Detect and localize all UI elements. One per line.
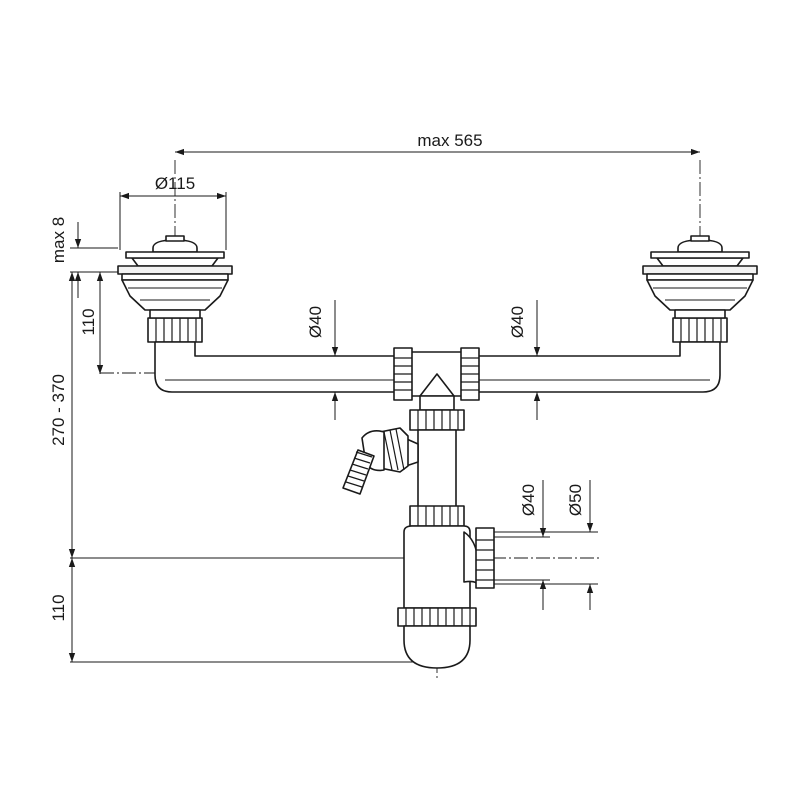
dimension-strainer-diameter: Ø115 [119, 174, 227, 250]
label-outlet-diameter-40: Ø40 [519, 484, 538, 516]
right-sink-strainer [642, 235, 758, 343]
dimension-outlet: Ø40 Ø50 [494, 480, 598, 610]
label-diameter-115: Ø115 [155, 174, 195, 193]
dimension-total-height: 270 - 370 [49, 272, 404, 559]
washing-machine-hose-connector [342, 430, 385, 495]
label-pipe-right-diameter-40: Ø40 [508, 306, 527, 338]
label-pipe-left-diameter-40: Ø40 [306, 306, 325, 338]
label-outlet-diameter-50: Ø50 [566, 484, 585, 516]
dimension-total-width: max 565 [175, 131, 700, 156]
bottle-trap [397, 505, 495, 669]
tee-fitting [393, 347, 480, 431]
label-max-8: max 8 [49, 217, 68, 263]
dimension-trap-height: 110 [49, 558, 414, 663]
label-max-565: max 565 [417, 131, 482, 150]
label-270-370: 270 - 370 [49, 374, 68, 446]
label-110-lower: 110 [49, 594, 68, 621]
label-110-upper: 110 [79, 308, 98, 335]
vertical-pipe [379, 427, 457, 509]
dimension-pipe-right: Ø40 [508, 300, 550, 420]
left-sink-strainer [117, 235, 233, 343]
dimension-strainer-to-pipe: 110 [79, 272, 104, 374]
dimension-flange-height: max 8 [49, 217, 118, 298]
dimension-pipe-left: Ø40 [306, 300, 345, 420]
